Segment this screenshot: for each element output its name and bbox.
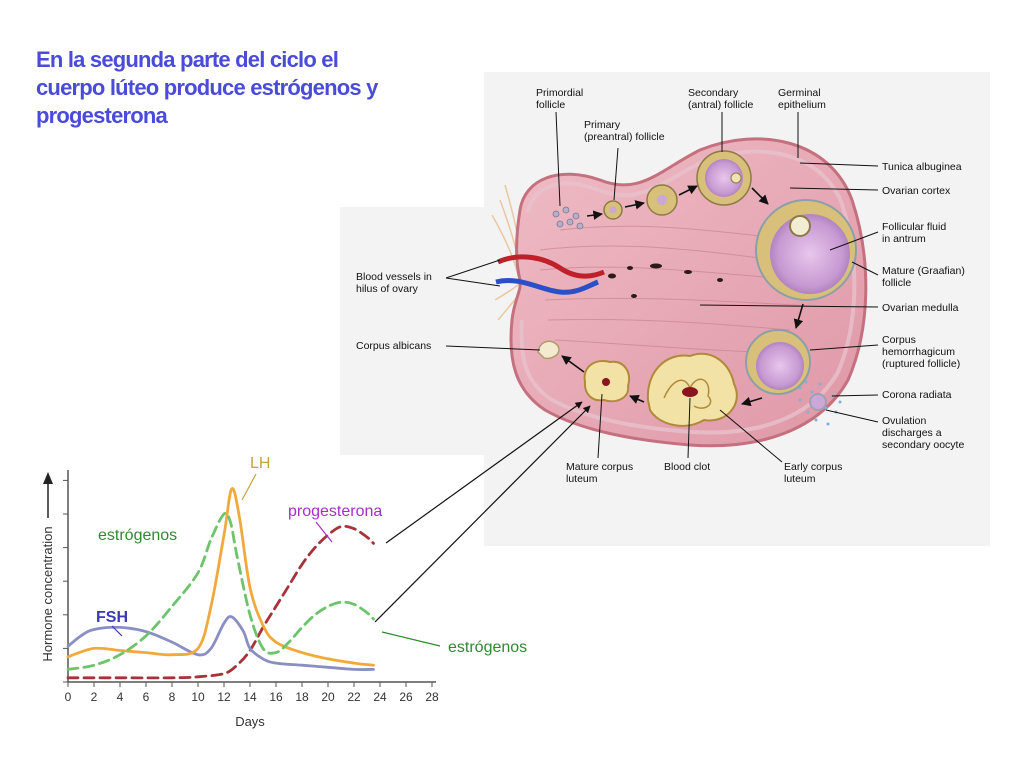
connector-lines [374,401,591,623]
label-ovarian-medulla: Ovarian medulla [882,302,959,314]
estrogen-label-bottom: estrógenos [448,639,527,656]
progression-arrows [561,185,804,407]
graafian-follicle-antrum [770,214,850,294]
series-layer [66,487,375,680]
growing-follicle-oocyte [657,195,667,205]
x-tick-label: 16 [269,690,283,704]
progesterone-series-line [66,524,375,680]
x-tick-label: 12 [217,690,231,704]
x-tick-label: 8 [169,690,176,704]
x-tick-label: 10 [191,690,205,704]
primary-follicle-oocyte [609,206,617,214]
y-axis-title: Hormone concentration [40,526,55,661]
early-corpus-luteum-folds [663,378,712,409]
estrogen-label-bottom-leader [381,631,441,647]
x-axis-title: Days [235,714,265,729]
corpus-hemorrhagicum-center [756,342,804,390]
connector-progesterone [385,401,583,544]
x-tick-label: 20 [321,690,335,704]
x-tick-label: 26 [399,690,413,704]
fsh-label: FSH [96,609,128,626]
x-tick-label: 24 [373,690,387,704]
mature-corpus-luteum-core [602,378,610,386]
label-mature-follicle: Mature (Graafian)follicle [882,265,965,289]
graafian-oocyte [789,215,811,237]
secondary-follicle-oocyte [730,172,742,184]
label-primary-follicle: Primary(preantral) follicle [584,119,665,143]
lh-label-leader [241,473,257,501]
blood-vessel-red [496,254,605,279]
primordial-follicles [552,206,584,230]
vessel-cross-sections [608,263,723,298]
estrogen-series-line [66,511,375,671]
label-tunica-albuginea: Tunica albuginea [882,161,962,173]
blood-clot [682,387,698,397]
fsh-series-line [66,615,375,671]
secondary-follicle-antrum [705,159,743,197]
x-tick-label: 28 [425,690,439,704]
progesterone-label-leader [315,521,333,543]
x-tick-label: 4 [117,690,124,704]
progesterone-label: progesterona [288,503,382,520]
ovulated-oocyte [809,393,827,411]
x-tick-label: 22 [347,690,361,704]
tunica-layer [519,149,857,435]
corona-radiata-spray [798,380,842,426]
leader-lines [445,111,879,463]
slide-title: En la segunda parte del ciclo el cuerpo … [36,46,436,130]
label-corona-radiata: Corona radiata [882,389,952,401]
y-axis-ticks [63,479,68,683]
lh-series-line [66,487,375,667]
label-blood-clot: Blood clot [664,461,710,473]
x-tick-label: 14 [243,690,257,704]
x-tick-label: 6 [143,690,150,704]
blood-vessel-blue [495,278,599,295]
ovary-panel-bg-left [340,207,490,455]
corpus-albicans [537,340,560,360]
y-axis-arrow [43,472,53,518]
x-tick-label: 18 [295,690,309,704]
slide-title-line-3: progesterona [36,103,168,128]
lh-label: LH [250,455,270,472]
x-tick-label: 0 [65,690,72,704]
label-secondary-follicle: Secondary(antral) follicle [688,87,754,111]
label-corpus-albicans: Corpus albicans [356,340,431,352]
slide-title-line-1: En la segunda parte del ciclo el [36,47,339,72]
x-tick-label: 2 [91,690,98,704]
fsh-label-leader [111,625,123,637]
connector-estrogen [374,405,591,623]
estrogen-label-top: estrógenos [98,527,177,544]
slide-title-line-2: cuerpo lúteo produce estrógenos y [36,75,378,100]
label-ovarian-cortex: Ovarian cortex [882,185,951,197]
